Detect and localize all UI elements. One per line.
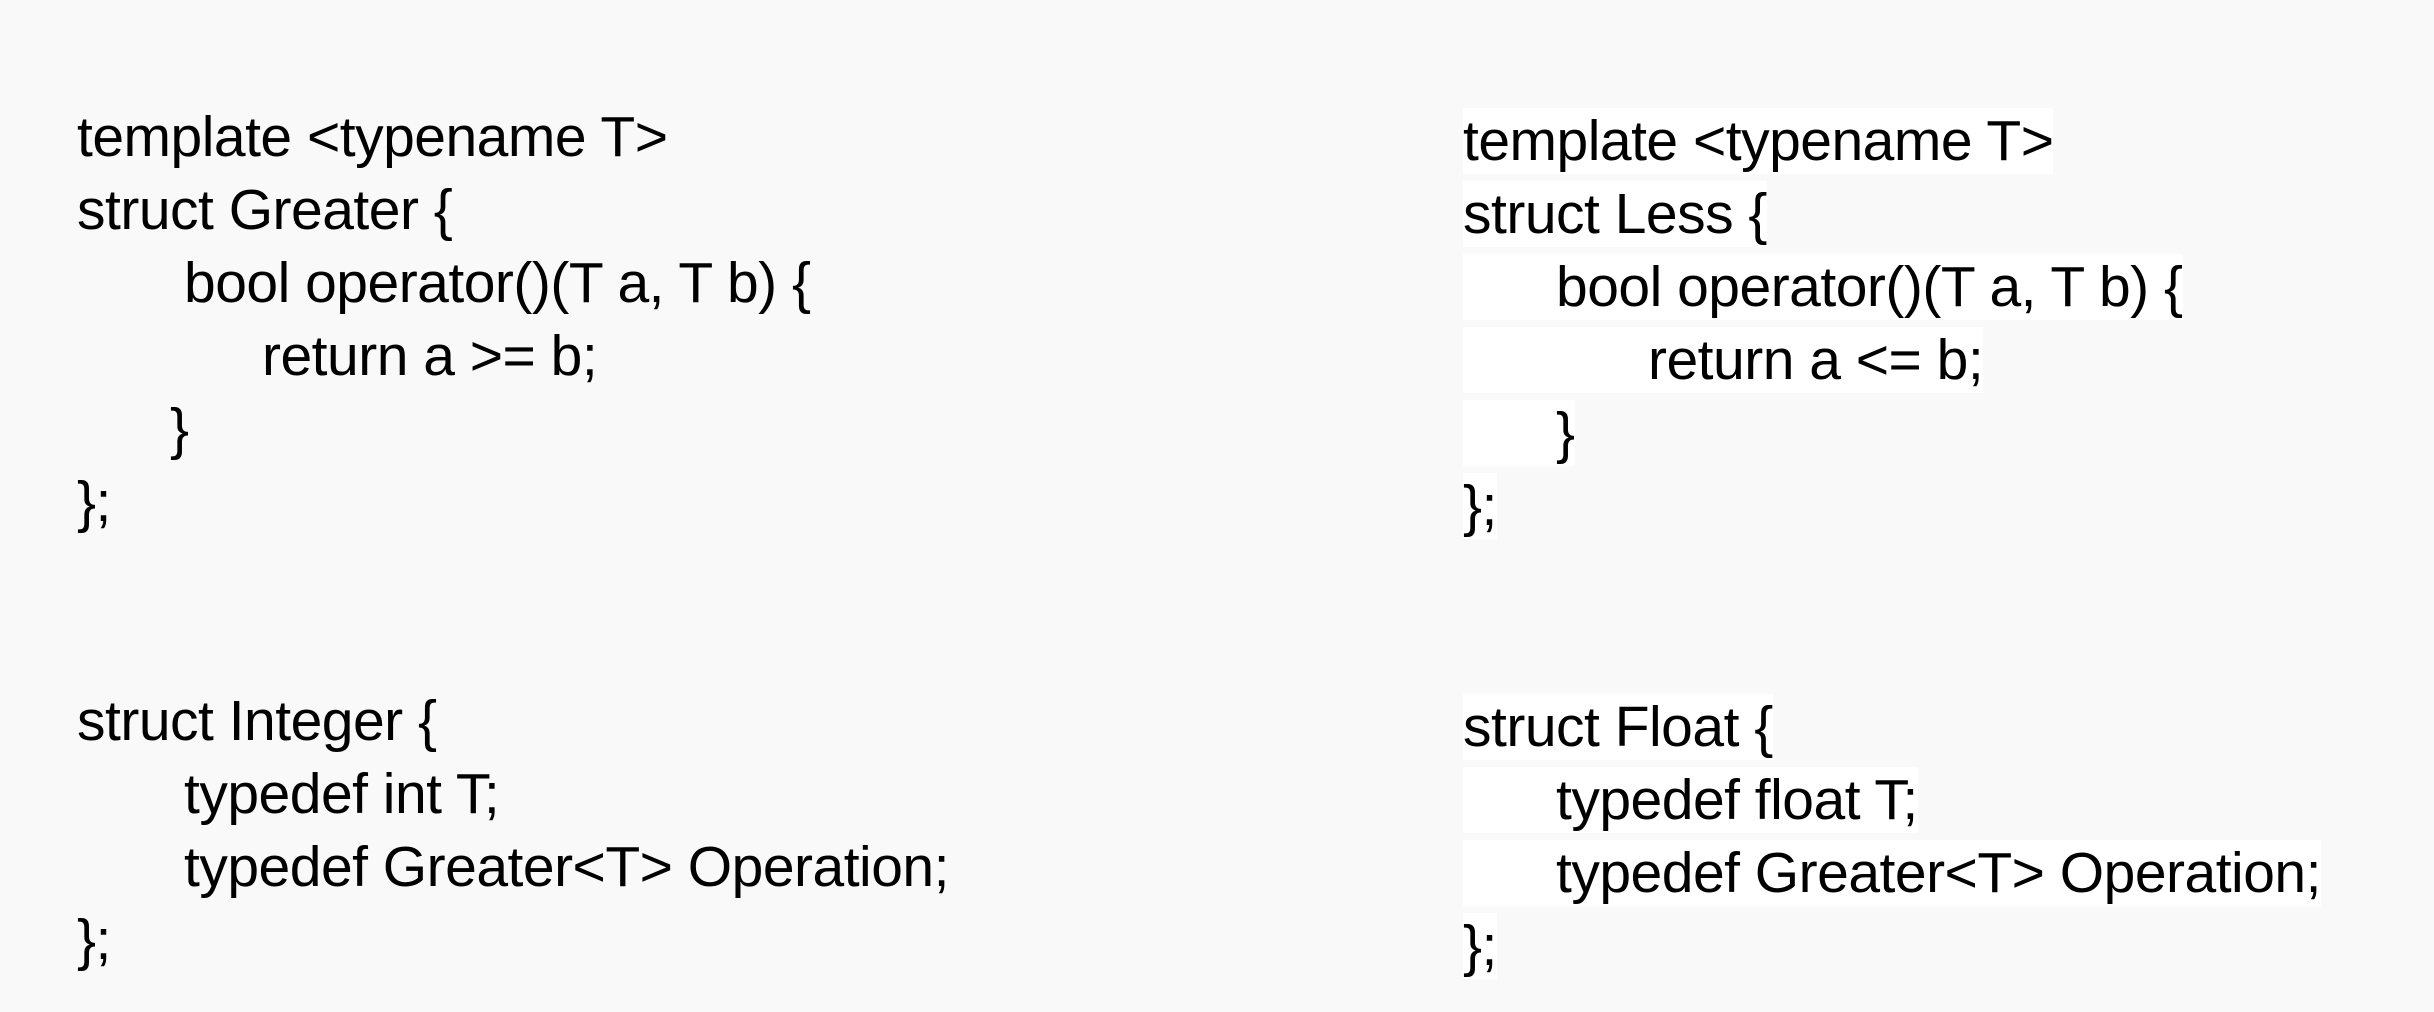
code-line: return a >= b;: [262, 324, 598, 388]
code-line: typedef Greater<T> Operation;: [184, 835, 949, 899]
code-line: };: [1463, 913, 1497, 979]
code-line: bool operator()(T a, T b) {: [184, 251, 811, 315]
code-line: typedef float T;: [1463, 767, 1918, 833]
code-line: };: [1463, 473, 1497, 539]
code-line: struct Integer {: [77, 689, 437, 753]
code-line: typedef int T;: [184, 762, 500, 826]
code-line: }: [170, 397, 189, 461]
code-line: }: [1463, 400, 1575, 466]
code-line: struct Greater {: [77, 178, 453, 242]
code-line: template <typename T>: [77, 105, 668, 169]
code-line: typedef Greater<T> Operation;: [1463, 840, 2321, 906]
code-line: };: [77, 470, 111, 534]
code-line: bool operator()(T a, T b) {: [1463, 254, 2183, 320]
code-line: struct Less {: [1463, 181, 1767, 247]
code-line: template <typename T>: [1463, 108, 2054, 174]
code-line: struct Float {: [1463, 694, 1773, 760]
code-line: return a <= b;: [1463, 327, 1984, 393]
code-line: };: [77, 908, 111, 972]
